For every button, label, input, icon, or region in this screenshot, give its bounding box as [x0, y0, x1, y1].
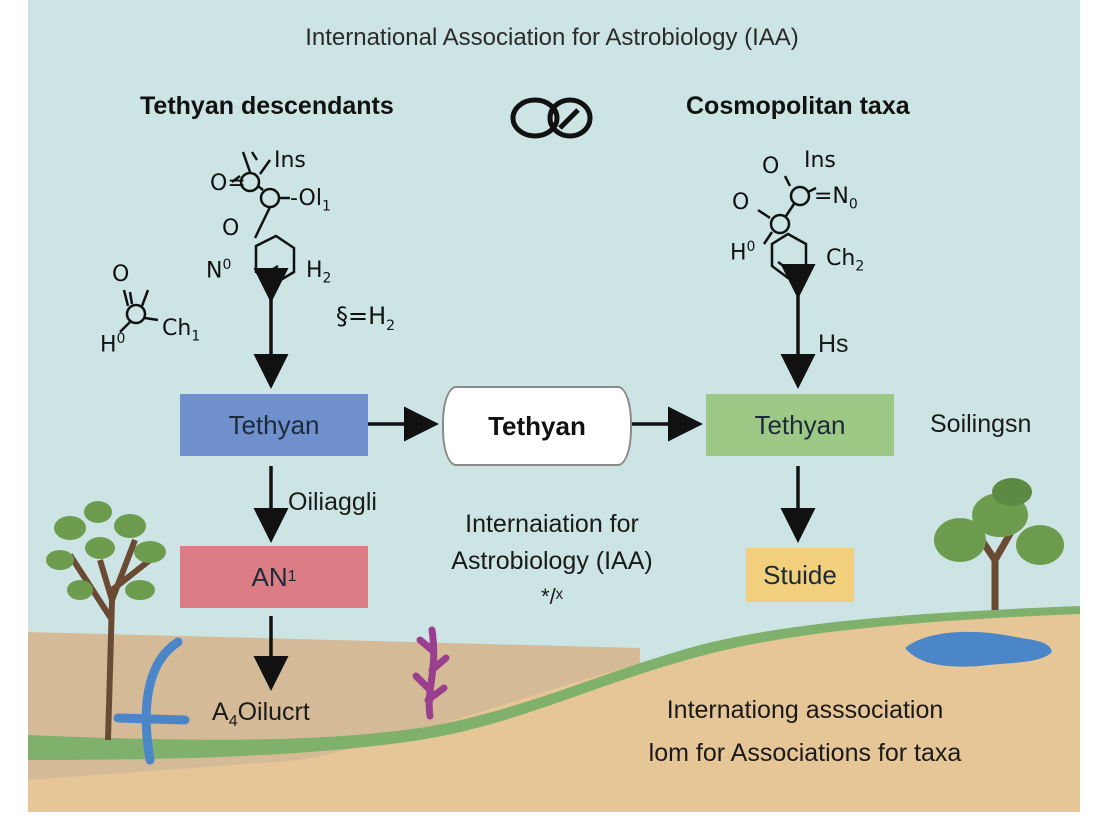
- mol-right-r5: H0: [730, 239, 756, 266]
- mol-small-ch: Ch1: [162, 316, 201, 345]
- node-tethyan-left: Tethyan: [180, 394, 368, 456]
- molecule-right-rings: [757, 175, 817, 280]
- mol-sym: §=H2: [336, 302, 396, 334]
- connector-arrows: [253, 264, 816, 691]
- heading-left: Tethyan descendants: [140, 92, 394, 120]
- label-hs: Hs: [818, 330, 849, 358]
- mol-left-a7: H2: [306, 258, 332, 287]
- mol-left-a3: O=: [210, 171, 246, 196]
- node-stuide: Stuide: [746, 548, 854, 602]
- molecule-left-rings: [231, 151, 296, 286]
- label-center-line1: Internaiation for: [465, 510, 639, 538]
- molecule-small-rings: [119, 289, 159, 333]
- mol-small-h: H0: [100, 331, 126, 358]
- mol-right-r2: Ins: [804, 148, 836, 173]
- mol-right-r1: O: [762, 154, 780, 179]
- right-tree: [934, 478, 1064, 610]
- mol-left-a4: -Ol1: [290, 186, 331, 215]
- node-tethyan-center: Tethyan: [442, 386, 632, 466]
- heading-right: Cosmopolitan taxa: [686, 92, 910, 120]
- mol-right-r3: =N0: [814, 184, 858, 213]
- coral: [412, 626, 450, 720]
- blue-puddle-right: [905, 631, 1052, 667]
- label-bottom-right-line2: lom for Associations for taxa: [648, 739, 962, 767]
- ground-right-hill: [28, 610, 1080, 812]
- blue-root-left: [113, 637, 190, 765]
- mol-left-a2: Ins: [274, 148, 306, 173]
- label-center-line2: Astrobiology (IAA): [451, 547, 653, 575]
- mol-right-r4: O: [732, 190, 750, 215]
- infinity-icon: [510, 97, 593, 139]
- left-tree: [46, 501, 166, 741]
- label-soilings: Soilingsn: [930, 410, 1032, 438]
- diagram-title: International Association for Astrobiolo…: [305, 24, 799, 51]
- mol-left-a6: N0: [206, 257, 232, 284]
- label-bottom-left: A4Oilucrt: [212, 698, 310, 730]
- mol-right-r6: Ch2: [826, 246, 865, 275]
- mol-left-a5: O: [222, 216, 240, 241]
- grass-strip: [28, 606, 1080, 760]
- label-bottom-right-line1: Internationg asssociation: [666, 696, 944, 724]
- label-center-line3: */ˣ: [541, 584, 563, 609]
- label-oiliaggli: Oiliaggli: [288, 488, 377, 516]
- node-tethyan-right: Tethyan: [706, 394, 894, 456]
- mol-small-o: O: [112, 262, 130, 287]
